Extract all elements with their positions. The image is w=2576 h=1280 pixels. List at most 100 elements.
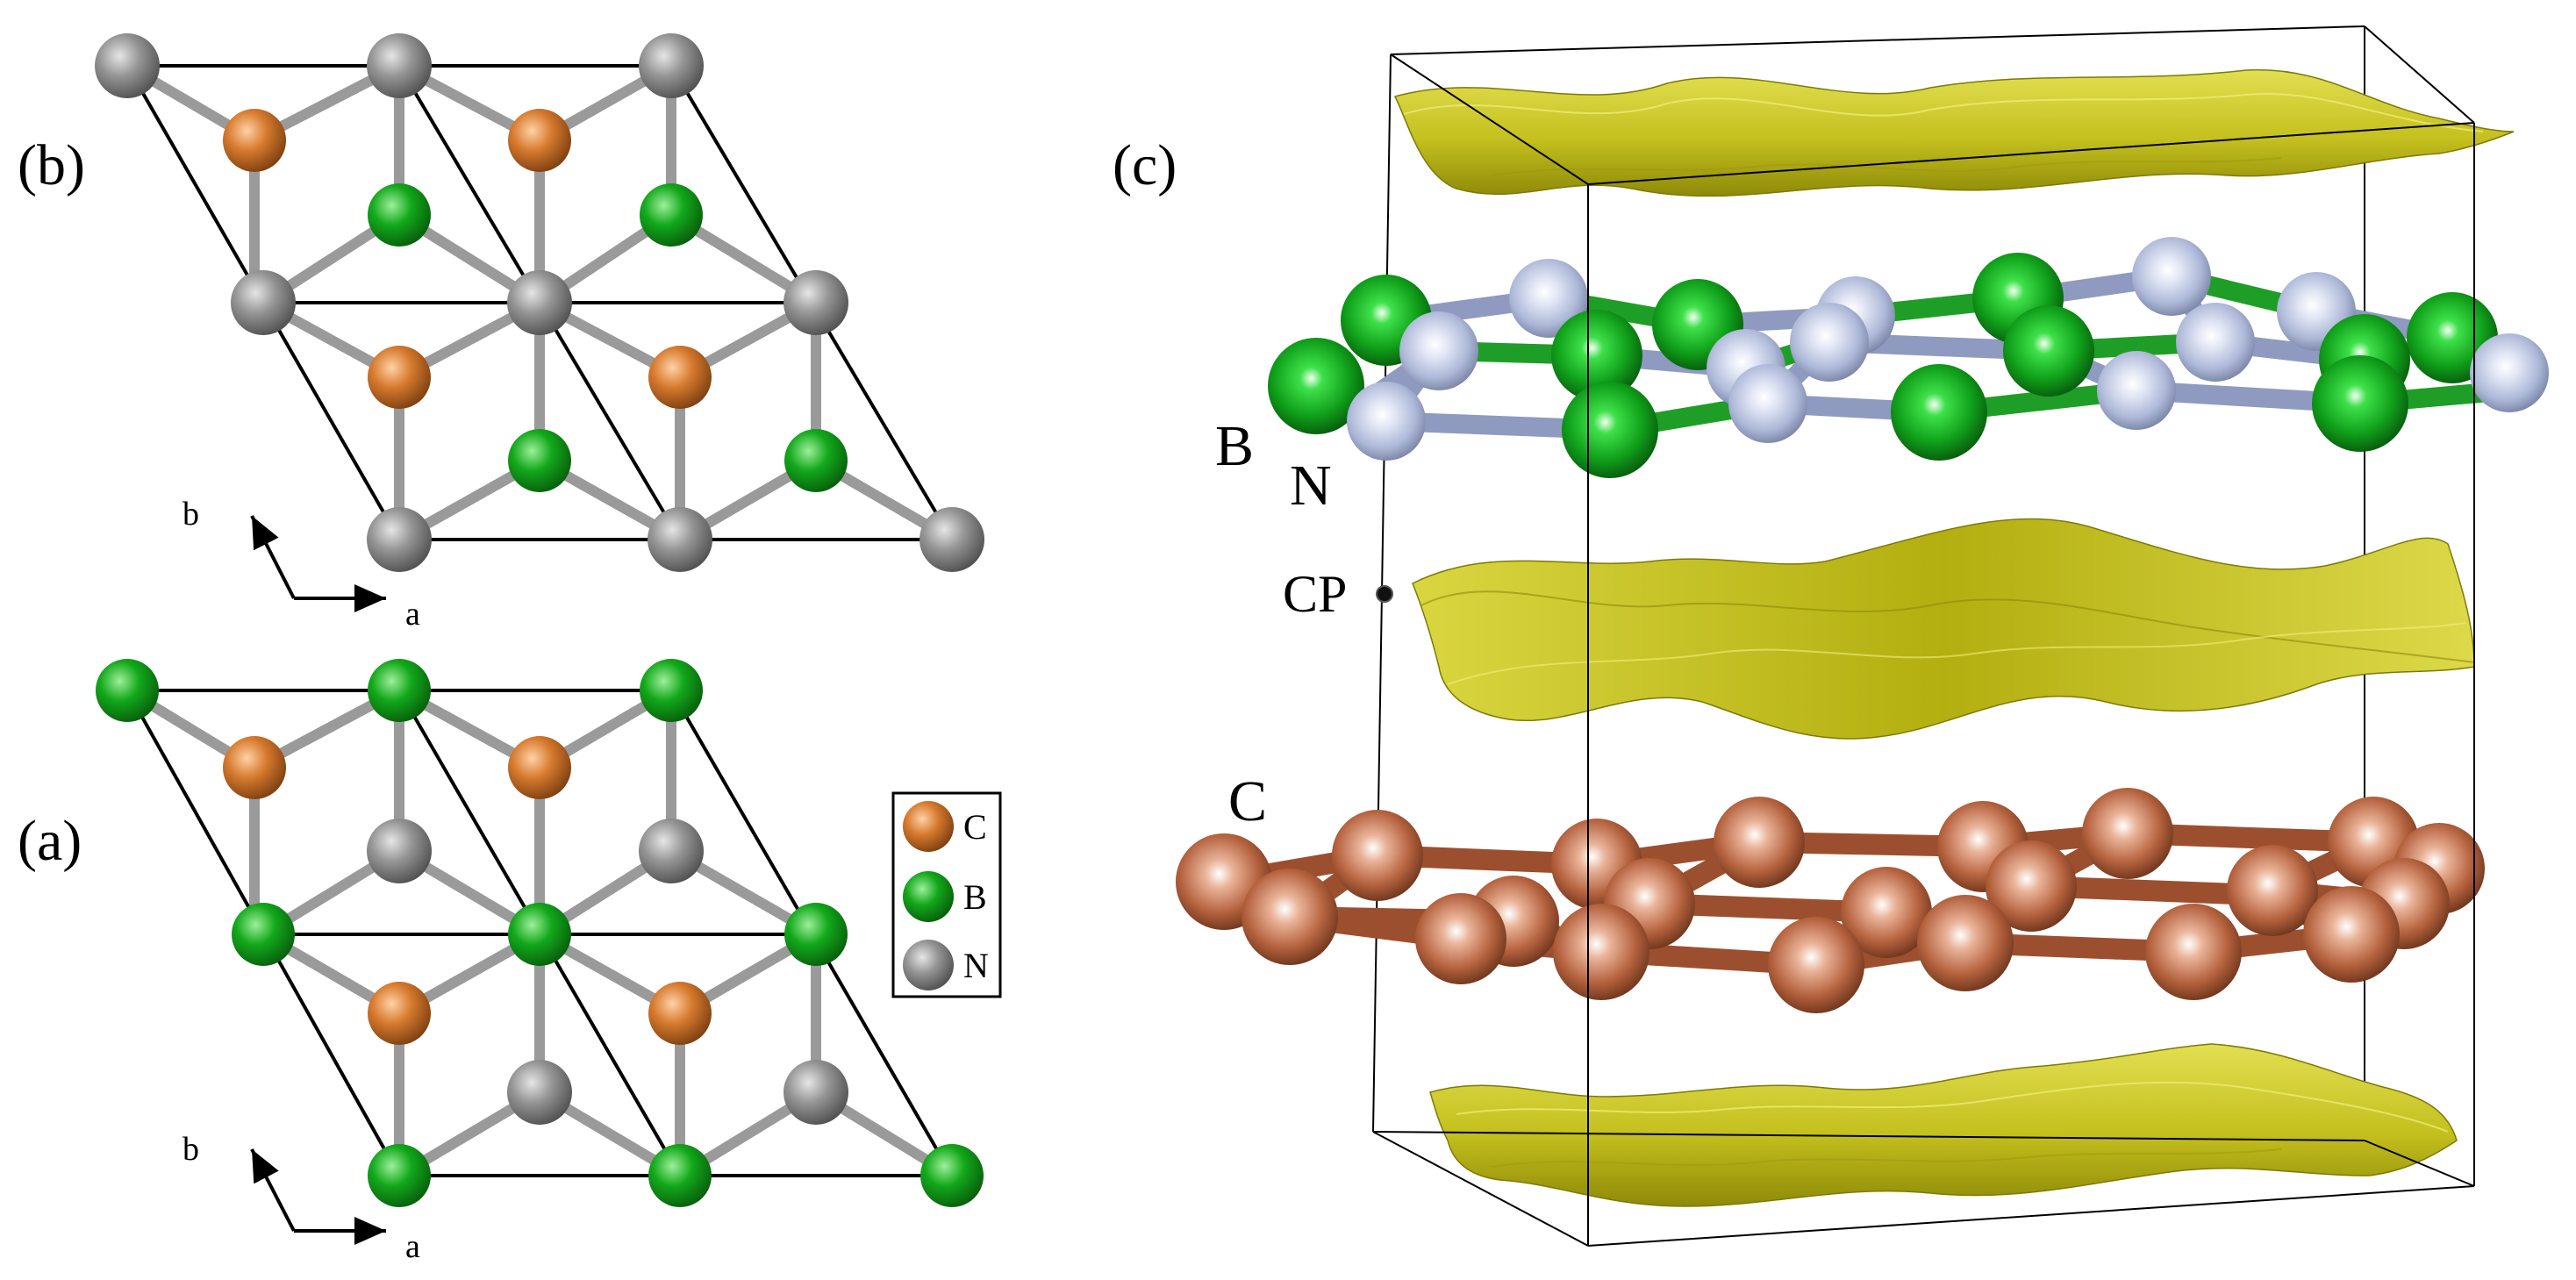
critical-point-dot: [1376, 585, 1393, 603]
nitrogen-atom: [2176, 303, 2255, 382]
boron-legend-swatch: [903, 871, 954, 922]
nitrogen-atom: [2470, 333, 2549, 412]
carbon-layer-label: C: [1228, 769, 1267, 833]
boron-atom: [508, 429, 571, 492]
carbon-atom: [1241, 869, 1338, 965]
boron-atom: [784, 429, 848, 492]
carbon-atom: [648, 346, 712, 409]
boron-atom: [640, 659, 703, 722]
carbon-atom: [368, 346, 431, 409]
nitrogen-layer-label: N: [1290, 454, 1332, 518]
panel-b-label: (b): [18, 133, 85, 197]
carbon-atom: [1714, 797, 1805, 888]
panel-a-axes: b a: [182, 1131, 420, 1265]
nitrogen-atom: [1399, 311, 1478, 390]
nitrogen-legend-swatch: [903, 940, 954, 990]
boron-atom: [640, 183, 703, 247]
nitrogen-atom: [507, 1060, 572, 1125]
nitrogen-atom: [919, 507, 984, 572]
carbon-atom: [1986, 840, 2077, 932]
nitrogen-atom: [367, 507, 432, 572]
boron-atom: [1551, 310, 1642, 401]
panel-b-atoms: [95, 33, 984, 572]
boron-atom: [1268, 338, 1364, 434]
nitrogen-atom: [507, 270, 572, 335]
boron-atom: [368, 1144, 431, 1207]
boron-atom: [784, 903, 848, 966]
legend-item-carbon: C: [903, 801, 987, 852]
legend-item-nitrogen: N: [903, 940, 989, 990]
boron-atom: [920, 1144, 984, 1207]
a-axis-label: a: [405, 1228, 420, 1265]
b-axis-label: b: [182, 1131, 199, 1168]
carbon-atom: [508, 109, 571, 172]
nitrogen-atom: [2132, 237, 2211, 316]
atom-legend: C B N: [891, 791, 1002, 998]
panel-a-label: (a): [18, 809, 82, 873]
carbon-atom: [2303, 886, 2400, 983]
panel-b-axes: b a: [182, 496, 420, 633]
nitrogen-atom: [1790, 303, 1869, 382]
boron-atom: [368, 183, 431, 247]
nitrogen-atom: [1509, 259, 1588, 338]
nitrogen-atom: [95, 33, 160, 98]
nitrogen-atom: [648, 507, 712, 572]
nitrogen-atom: [1347, 382, 1426, 461]
boron-atom: [2312, 355, 2408, 452]
boron-atom: [232, 903, 295, 966]
boron-atom: [2003, 305, 2094, 397]
boron-atom: [1891, 364, 1987, 461]
carbon-atom: [1415, 893, 1506, 984]
bn-layer: [1268, 237, 2549, 478]
nitrogen-atom: [367, 819, 432, 883]
cell-box-top-front-edges: [1390, 54, 2475, 185]
nitrogen-atom: [231, 270, 296, 335]
carbon-atom: [1553, 904, 1649, 1000]
nitrogen-atom: [2097, 351, 2176, 430]
bn-atoms: [1268, 237, 2549, 478]
carbon-atom: [1332, 810, 1423, 901]
carbon-atoms: [1176, 788, 2485, 1013]
isosurface-middle: [1412, 518, 2475, 740]
legend-label: B: [963, 877, 987, 917]
boron-atom: [1562, 382, 1658, 478]
a-axis-label: a: [405, 596, 420, 633]
nitrogen-atom: [639, 33, 704, 98]
critical-point-marker: CP: [1283, 565, 1393, 623]
legend-item-boron: B: [903, 871, 987, 922]
carbon-atom: [2227, 845, 2318, 936]
carbon-atom: [223, 736, 286, 799]
boron-atom: [648, 1144, 712, 1207]
critical-point-label: CP: [1283, 565, 1347, 623]
cell-box-front-edges: [1372, 123, 2475, 1247]
carbon-atom: [2145, 904, 2242, 1000]
carbon-legend-swatch: [903, 801, 954, 852]
panel-a: (a): [18, 659, 1002, 1265]
boron-atom: [368, 659, 431, 722]
carbon-atom: [2082, 788, 2173, 879]
nitrogen-atom: [1728, 364, 1807, 443]
nitrogen-atom: [784, 1060, 848, 1125]
nitrogen-atom: [639, 819, 704, 883]
boron-layer-label: B: [1215, 414, 1254, 478]
carbon-atom: [648, 982, 712, 1045]
carbon-atom: [1768, 917, 1864, 1013]
legend-label: C: [963, 807, 987, 847]
carbon-layer: [1176, 788, 2485, 1013]
panel-a-atoms: [96, 659, 984, 1207]
isosurface-top: [1393, 68, 2515, 197]
nitrogen-atom: [367, 33, 432, 98]
panel-c: (c): [1113, 25, 2549, 1247]
panel-b: (b): [18, 33, 984, 633]
panel-c-label: (c): [1113, 133, 1177, 197]
carbon-atom: [1841, 867, 1932, 958]
legend-label: N: [963, 946, 989, 985]
carbon-atom: [1917, 895, 2014, 991]
nitrogen-atom: [784, 270, 848, 335]
b-axis-label: b: [182, 496, 199, 533]
isosurface-bottom: [1429, 1043, 2458, 1207]
boron-atom: [96, 659, 159, 722]
boron-atom: [508, 903, 571, 966]
carbon-atom: [368, 982, 431, 1045]
carbon-atom: [508, 736, 571, 799]
